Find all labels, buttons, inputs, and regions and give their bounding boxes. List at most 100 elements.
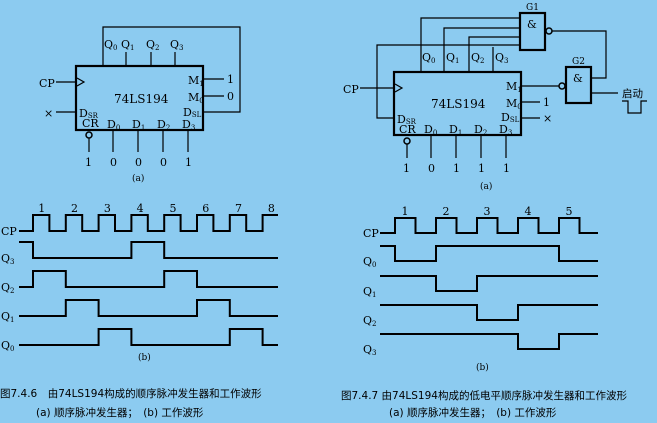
waveform-q3 bbox=[19, 241, 278, 259]
q3-to-dsr-wire bbox=[376, 44, 520, 119]
q0-label: Q0 bbox=[104, 38, 118, 52]
dsl-dontcare: × bbox=[543, 112, 552, 125]
cr-value: 1 bbox=[403, 162, 410, 175]
caption-left-title: 图7.4.6 由74LS194构成的顺序脉冲发生器和工作波形 bbox=[0, 387, 262, 400]
clock-number: 1 bbox=[38, 202, 45, 215]
g1-label: G1 bbox=[526, 3, 539, 13]
waveform-q3 bbox=[380, 333, 598, 350]
waveform-cp bbox=[380, 217, 598, 234]
d3-label: D3 bbox=[499, 123, 512, 137]
d2-label: D2 bbox=[157, 118, 170, 132]
d0-value: 0 bbox=[428, 162, 435, 175]
signal-label-q1: Q1 bbox=[363, 285, 377, 299]
signal-label-q0: Q0 bbox=[363, 255, 377, 269]
m1-label: M1 bbox=[506, 80, 522, 94]
d1-value: 1 bbox=[453, 162, 460, 175]
dsr-dontcare: × bbox=[44, 107, 53, 120]
clock-number: 7 bbox=[235, 202, 242, 215]
d3-value: 1 bbox=[185, 156, 192, 169]
caption-left-subtitle: (a) 顺序脉冲发生器； (b) 工作波形 bbox=[36, 406, 204, 419]
right-circuit: 74LS194 Q0 Q1 Q2 Q3 & G1 & G2 启动 CP DSR … bbox=[343, 3, 647, 192]
cp-label: CP bbox=[343, 83, 359, 96]
left-circuit: 74LS194 Q0 Q1 Q2 Q3 CP × DSR CR D0 D1 D2… bbox=[39, 26, 241, 184]
sublabel-b-right: (b) bbox=[476, 362, 489, 373]
chip-74ls194-left bbox=[74, 64, 205, 132]
cr-value: 1 bbox=[85, 156, 92, 169]
d3-value: 1 bbox=[503, 162, 510, 175]
q3-label: Q3 bbox=[495, 51, 509, 65]
m1-label: M1 bbox=[188, 74, 204, 88]
q1-label: Q1 bbox=[121, 38, 135, 52]
cp-label: CP bbox=[39, 77, 55, 90]
q2-to-g1-wire bbox=[468, 36, 520, 72]
clock-number: 8 bbox=[268, 202, 275, 215]
caption-right-subtitle: (a) 顺序脉冲发生器； (b) 工作波形 bbox=[389, 406, 557, 419]
q0-label-text: Q bbox=[104, 38, 113, 51]
g2-and-symbol: & bbox=[573, 72, 583, 85]
m0-label: M0 bbox=[506, 97, 522, 111]
q2-label: Q2 bbox=[471, 51, 485, 65]
d3-label: D3 bbox=[182, 118, 195, 132]
g1-output-bubble bbox=[545, 27, 553, 35]
signal-label-q3: Q3 bbox=[1, 252, 15, 266]
feedback-wire bbox=[102, 26, 241, 113]
m0-label: M0 bbox=[188, 91, 204, 105]
caption-right-title: 图7.4.7 由74LS194构成的低电平顺序脉冲发生器和工作波形 bbox=[341, 389, 627, 402]
waveform-q1 bbox=[19, 299, 278, 317]
m0-value: 0 bbox=[227, 90, 234, 103]
signal-label-q0: Q0 bbox=[1, 339, 15, 353]
signal-label-q2: Q2 bbox=[1, 281, 15, 295]
clock-number: 6 bbox=[202, 202, 209, 215]
waveform-q2 bbox=[380, 304, 598, 321]
signal-label-q2: Q2 bbox=[363, 314, 377, 328]
d1-value: 0 bbox=[135, 156, 142, 169]
clock-number: 4 bbox=[525, 205, 532, 218]
signal-label-q1: Q1 bbox=[1, 310, 15, 324]
nand-gate-g2 bbox=[564, 65, 593, 105]
signal-label-cp: CP bbox=[363, 227, 379, 240]
d2-value: 0 bbox=[160, 156, 167, 169]
q3-label: Q3 bbox=[170, 38, 184, 52]
q2-label: Q2 bbox=[146, 38, 160, 52]
m1-inversion-bubble bbox=[558, 82, 566, 90]
d2-label: D2 bbox=[474, 123, 487, 137]
dsl-label: DSL bbox=[501, 111, 520, 124]
cr-inversion-bubble bbox=[403, 137, 411, 145]
q0-label: Q0 bbox=[422, 51, 436, 65]
m1-value: 1 bbox=[227, 73, 234, 86]
d0-value: 0 bbox=[110, 156, 117, 169]
sublabel-b-left: (b) bbox=[138, 352, 151, 363]
m0-value: 1 bbox=[543, 96, 550, 109]
waveform-q1 bbox=[380, 275, 598, 292]
g2-label: G2 bbox=[572, 57, 585, 67]
start-pulse-icon bbox=[622, 100, 647, 114]
q1-label: Q1 bbox=[446, 51, 460, 65]
cr-label: CR bbox=[399, 123, 416, 136]
clock-number: 5 bbox=[566, 205, 573, 218]
clock-number: 2 bbox=[71, 202, 78, 215]
clock-number: 1 bbox=[402, 205, 409, 218]
d1-label: D1 bbox=[132, 118, 145, 132]
sublabel-a-right: (a) bbox=[480, 181, 492, 192]
cr-label: CR bbox=[82, 117, 99, 130]
dsl-label: DSL bbox=[183, 106, 202, 119]
start-label: 启动 bbox=[622, 87, 643, 100]
g1-and-symbol: & bbox=[527, 18, 537, 31]
waveform-q0 bbox=[19, 328, 278, 346]
d0-label: D0 bbox=[424, 123, 437, 137]
clock-number: 5 bbox=[169, 202, 176, 215]
q1-to-g1-wire bbox=[443, 27, 520, 72]
waveform-q0 bbox=[380, 245, 598, 262]
waveform-q2 bbox=[19, 270, 278, 288]
nand-gate-g1 bbox=[518, 11, 547, 52]
d0-label: D0 bbox=[107, 118, 120, 132]
clock-number: 4 bbox=[137, 202, 144, 215]
g1-to-g2-wire bbox=[552, 30, 607, 79]
chip-label: 74LS194 bbox=[431, 97, 486, 111]
clock-number: 3 bbox=[104, 202, 111, 215]
clock-number: 3 bbox=[484, 205, 491, 218]
chip-label: 74LS194 bbox=[114, 92, 169, 106]
clock-triangle-icon bbox=[394, 83, 404, 93]
